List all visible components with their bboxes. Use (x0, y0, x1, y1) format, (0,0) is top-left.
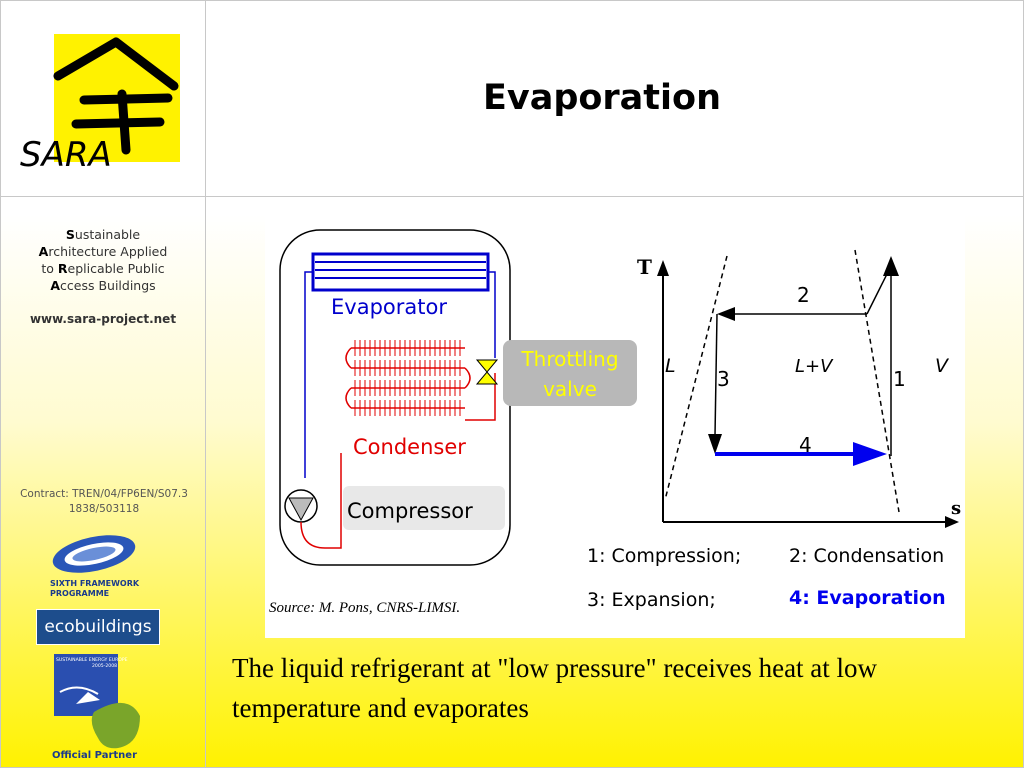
official-partner-label: Official Partner (52, 750, 137, 761)
compressor-label-box (343, 486, 505, 530)
source-credit: Source: M. Pons, CNRS-LIMSI. (269, 600, 460, 616)
page-title: Evaporation (482, 78, 721, 118)
valve-icon (475, 359, 499, 385)
condenser-label: Condenser (353, 435, 466, 459)
expansion-path (714, 313, 718, 437)
project-acronym: Sustainable Architecture Applied to Repl… (22, 226, 184, 294)
condenser-coil (345, 340, 471, 416)
sef-years: 2005-2008 (92, 663, 117, 669)
suction-pipe (304, 271, 313, 478)
vapor-region-label: V (935, 355, 950, 377)
valve-label-1: Throttling (520, 347, 618, 371)
saturated-liquid-line (664, 255, 728, 501)
legend-expansion: 3: Expansion; (587, 589, 716, 611)
step-4-label: 4 (799, 433, 812, 457)
sef-top-text: SUSTAINABLE ENERGY EUROPE (56, 657, 128, 663)
step-3-label: 3 (717, 367, 730, 391)
valve-callout (503, 340, 637, 406)
ts-diagram: T s 2 3 1 4 L L+V V (637, 249, 961, 528)
mixture-region-label: L+V (795, 356, 834, 377)
valve-label-2: valve (543, 377, 597, 401)
liquid-line-high (465, 373, 496, 421)
liquid-region-label: L (665, 355, 676, 377)
diagram-background (265, 208, 965, 638)
divider-vertical (205, 0, 206, 768)
website-link[interactable]: www.sara-project.net (29, 312, 177, 326)
refrigeration-cycle-diagram: Evaporator Condenser Throttling valve Co… (265, 208, 965, 638)
acronym-line-3: to Replicable Public (41, 261, 165, 276)
legend-compression: 1: Compression; (587, 545, 741, 567)
sustainable-energy-europe-logo: SUSTAINABLE ENERGY EUROPE 2005-2008 Offi… (52, 654, 140, 761)
contract-number: Contract: TREN/04/FP6EN/S07.31838/503118 (20, 488, 188, 515)
ecobuildings-logo: ecobuildings (36, 609, 160, 645)
sara-logo: SARA (20, 34, 180, 174)
acronym-line-2: Architecture Applied (38, 244, 168, 259)
evaporator-label: Evaporator (331, 295, 447, 319)
t-axis-label: T (637, 255, 652, 279)
discharge-pipe (300, 453, 342, 549)
acronym-line-4: Access Buildings (50, 278, 156, 293)
acronym-line-1: Sustainable (65, 227, 141, 242)
liquid-line-low (488, 271, 496, 358)
legend-condensation: 2: Condensation (789, 545, 944, 567)
compressor-label: Compressor (347, 499, 473, 523)
legend-evaporation: 4: Evaporation (789, 587, 946, 609)
slide-caption: The liquid refrigerant at "low pressure"… (232, 653, 878, 723)
step-1-label: 1 (893, 367, 906, 391)
logo-text: SARA (20, 135, 112, 174)
divider-horizontal (0, 196, 1024, 197)
step-2-label: 2 (797, 283, 810, 307)
s-axis-label: s (951, 498, 961, 519)
